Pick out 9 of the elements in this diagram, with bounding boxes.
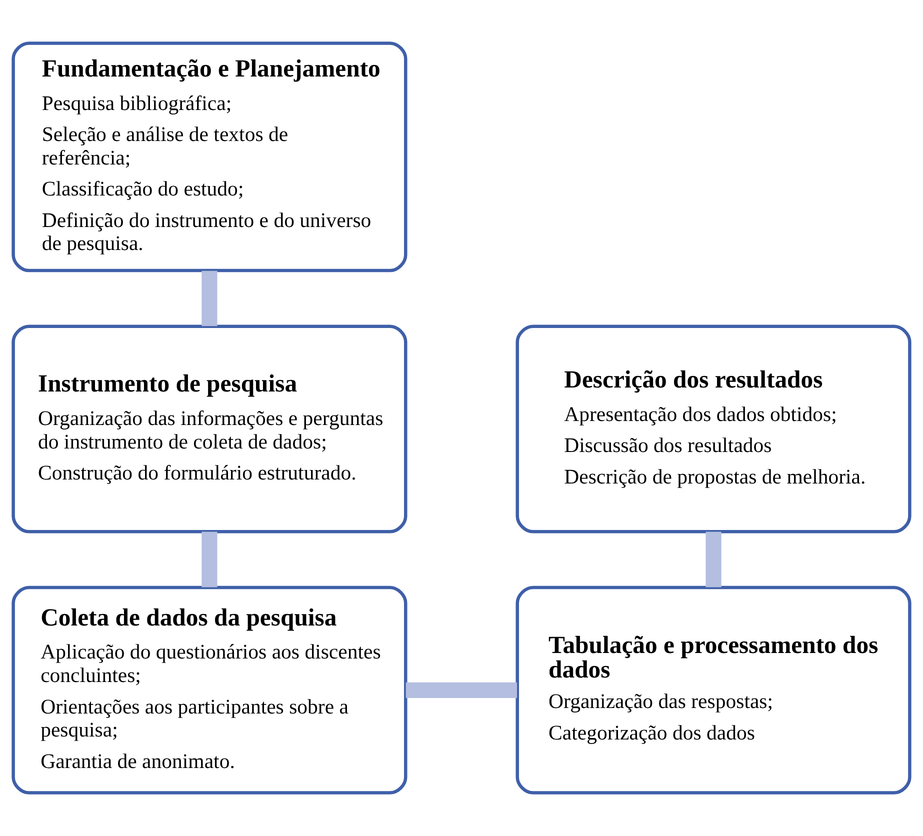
node-box: Tabulação e processamento dos dados Organização das respostas; Categorização dos dados xyxy=(516,586,912,794)
node-box: Fundamentação e Planejamento Pesquisa bibliográfica; Seleção e análise de textos de referência; Classificação do estudo; Definição do instrumento e do universo de pesquisa. xyxy=(12,42,408,272)
connector xyxy=(202,270,218,326)
node-box: Descrição dos resultados Apresentação dos dados obtidos; Discussão dos resultados Descrição de propostas de melhoria. xyxy=(516,324,912,534)
node-box: Coleta de dados da pesquisa Aplicação do questionários aos discentes concluintes; Orientações aos participantes sobre a pesquisa; Garantia de anonimato. xyxy=(12,586,408,794)
connector xyxy=(706,532,722,588)
node-box: Instrumento de pesquisa Organização das informações e perguntas do instrumento de coleta de dados; Construção do formulário estruturado. xyxy=(12,324,408,534)
connector xyxy=(406,682,518,698)
connector xyxy=(202,532,218,588)
